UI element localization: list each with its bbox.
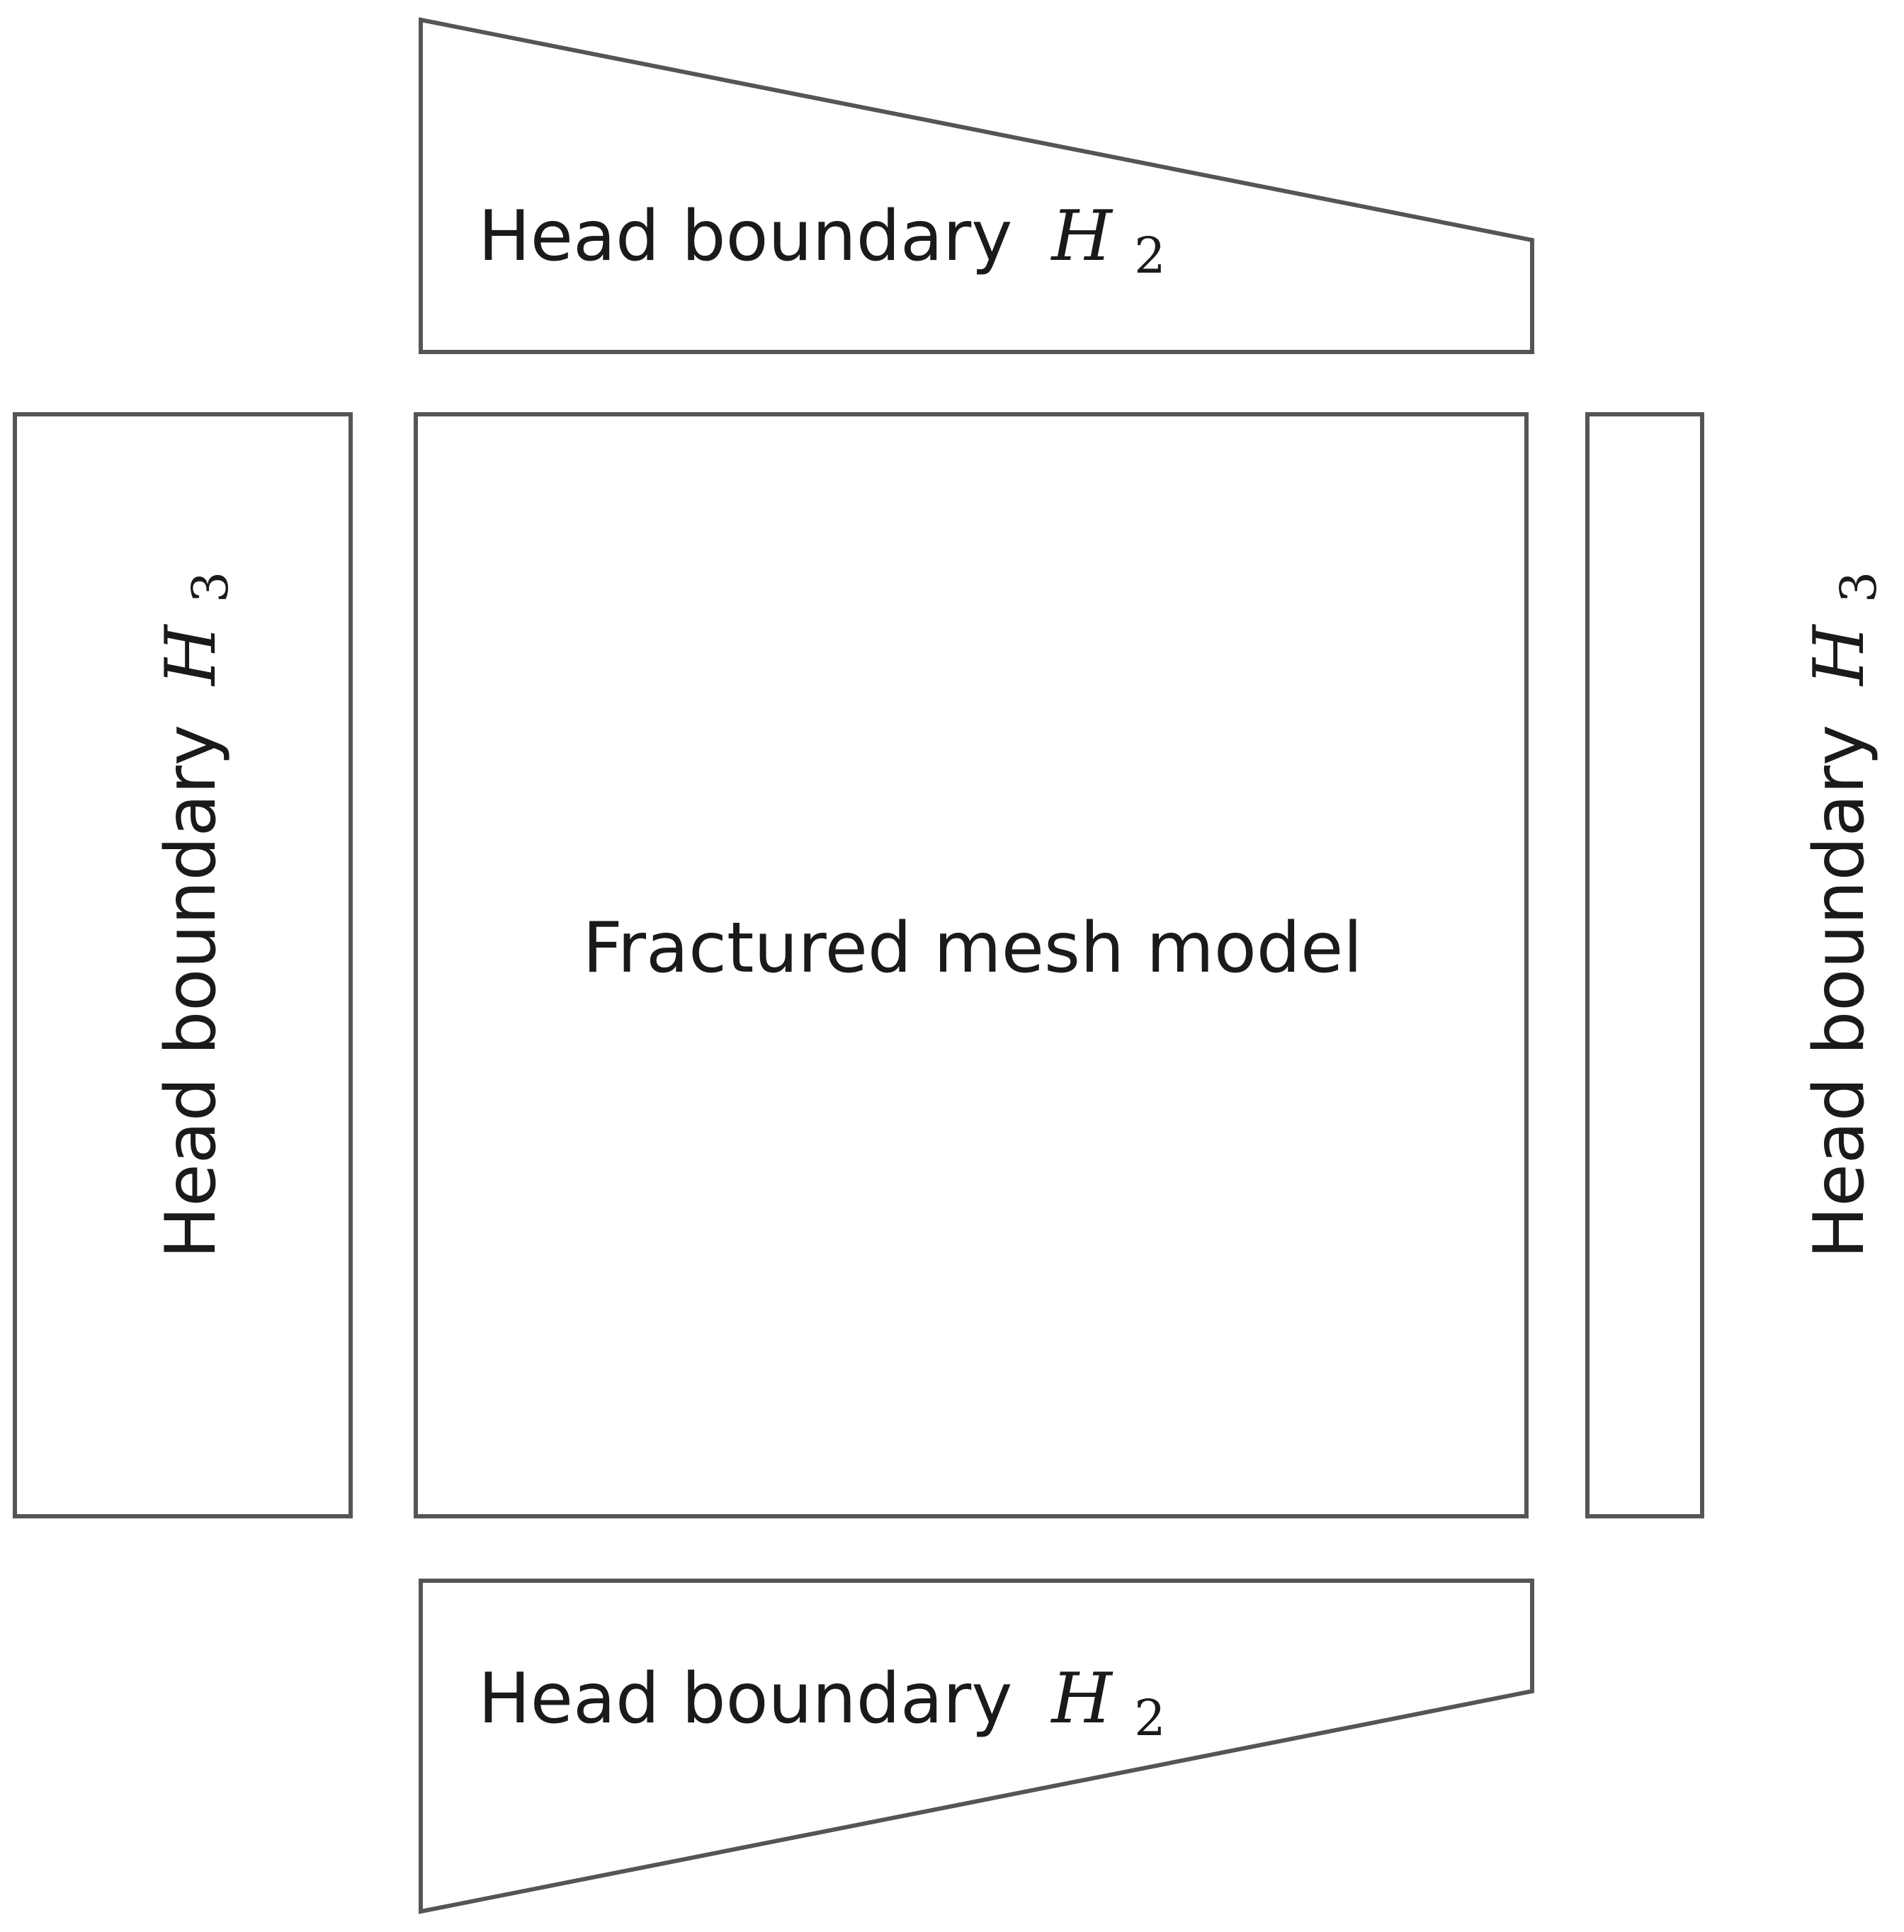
right-label-text: Head boundary [1799, 724, 1880, 1258]
left-label-symbol: H [151, 623, 232, 687]
top-label-text: Head boundary [478, 196, 1012, 277]
top-label-subscript: 2 [1134, 227, 1166, 285]
bottom-label-symbol: H [1050, 1659, 1114, 1739]
bottom-label-subscript: 2 [1134, 1689, 1166, 1747]
right-head-boundary-shape [1585, 412, 1704, 1518]
right-label-symbol: H [1799, 623, 1880, 687]
fractured-mesh-model-label: Fractured mesh model [582, 908, 1362, 989]
bottom-head-boundary-shape [419, 1579, 1534, 1914]
top-label-symbol: H [1050, 196, 1114, 277]
right-head-boundary-label: Head boundary H 3 [1799, 572, 1888, 1259]
left-label-subscript: 3 [181, 572, 239, 603]
bottom-head-boundary-label: Head boundary H 2 [478, 1659, 1166, 1747]
fractured-mesh-model-shape [414, 412, 1529, 1518]
top-head-boundary-label: Head boundary H 2 [478, 196, 1166, 285]
bottom-label-text: Head boundary [478, 1659, 1012, 1739]
right-label-subscript: 3 [1830, 572, 1888, 603]
left-label-text: Head boundary [151, 724, 232, 1258]
top-head-boundary-shape [419, 17, 1534, 354]
left-head-boundary-label: Head boundary H 3 [151, 572, 239, 1259]
left-head-boundary-shape [13, 412, 353, 1518]
